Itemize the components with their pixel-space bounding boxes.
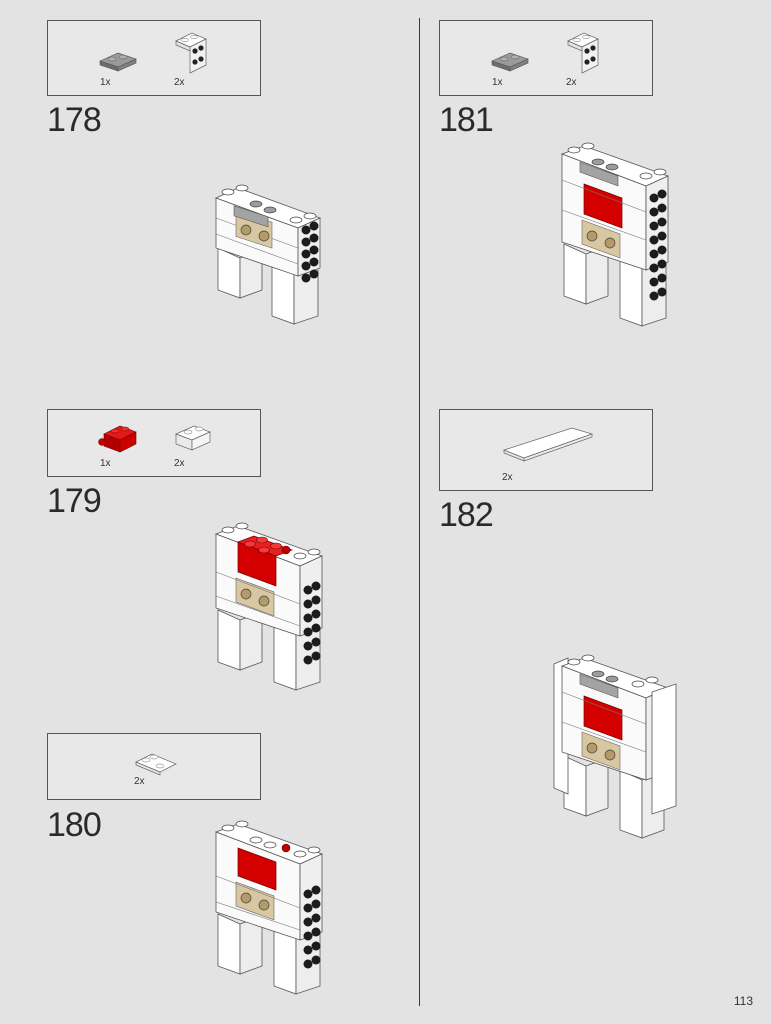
red-brick-clip-icon [98, 425, 137, 453]
part-qty: 2x [134, 776, 145, 787]
dark-gray-plate-icon [99, 52, 137, 72]
parts-callout-182: 2x [439, 409, 653, 491]
white-corner-plate-icon [135, 753, 177, 776]
part-qty: 2x [502, 472, 513, 483]
white-brick-icon [175, 425, 211, 451]
part-qty: 2x [174, 77, 185, 88]
part-qty: 1x [492, 77, 503, 88]
assembly-model-182 [553, 654, 677, 839]
step-number: 178 [47, 101, 102, 139]
part-qty: 2x [174, 458, 185, 469]
assembly-model-180 [214, 820, 324, 995]
column-divider [419, 18, 420, 1006]
parts-callout-178: 1x 2x [47, 20, 261, 96]
assembly-model-181 [560, 142, 670, 327]
parts-callout-179: 1x 2x [47, 409, 261, 477]
step-number: 182 [439, 496, 494, 534]
page-number: 113 [733, 994, 753, 1008]
assembly-model-179 [214, 522, 324, 691]
parts-callout-180: 2x [47, 733, 261, 800]
part-qty: 2x [566, 77, 577, 88]
white-bracket-icon [175, 32, 207, 74]
step-number: 179 [47, 482, 102, 520]
part-qty: 1x [100, 458, 111, 469]
dark-gray-plate-icon [491, 52, 529, 72]
parts-callout-181: 1x 2x [439, 20, 653, 96]
step-number: 181 [439, 101, 494, 139]
white-tile-icon [502, 427, 594, 462]
white-bracket-icon [567, 32, 599, 74]
step-number: 180 [47, 806, 102, 844]
assembly-model-178 [214, 184, 322, 325]
part-qty: 1x [100, 77, 111, 88]
